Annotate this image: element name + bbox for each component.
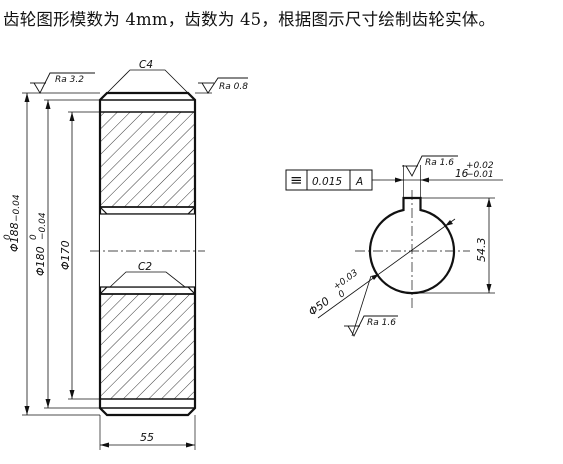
keyway-end-view: 16 +0.02 −0.01 Ra 1.6 ≡ 0.015 A	[285, 155, 503, 337]
problem-statement: 齿轮图形模数为 4mm，齿数为 45，根据图示尺寸绘制齿轮实体。	[3, 10, 496, 29]
bore-with-keyway	[368, 196, 456, 295]
dim-188-lower: −0.04	[12, 194, 22, 222]
dim-188: Φ188 0 −0.04	[3, 93, 100, 416]
bore-edges	[100, 206, 195, 295]
upper-hatch	[100, 112, 195, 207]
keyway-lower: −0.01	[466, 170, 494, 180]
dim-bore: Φ50 +0.03 0	[306, 218, 456, 319]
gear-section-view: C2 C4 Ra 3.2 Ra 0.8	[3, 59, 248, 450]
keyway-upper: +0.02	[466, 161, 494, 171]
dim-55-label: 55	[140, 431, 154, 444]
bore-upper: +0.03	[332, 268, 360, 292]
depth-label: 54.3	[475, 238, 488, 263]
dim-180-lower: −0.04	[38, 212, 48, 240]
dim-188-upper: 0	[3, 234, 13, 240]
dim-170: Φ170	[59, 111, 100, 400]
dim-170-label: Φ170	[59, 240, 72, 270]
bore-label: Φ50	[306, 295, 332, 319]
ra-left-label: Ra 3.2	[55, 75, 84, 85]
tolerance-value: 0.015	[312, 176, 342, 188]
ra-right-label: Ra 0.8	[219, 82, 248, 92]
dim-54-3: 54.3	[412, 197, 495, 294]
tolerance-datum: A	[355, 176, 363, 188]
ra-bore-label: Ra 1.6	[367, 318, 396, 328]
c4-label: C4	[139, 59, 153, 71]
roughness-bore: Ra 1.6	[344, 275, 398, 337]
c2-leader	[109, 271, 186, 288]
bore-lower: 0	[337, 289, 348, 301]
roughness-left: Ra 3.2	[22, 72, 100, 94]
lower-hatch	[100, 294, 195, 399]
gear-outline	[98, 91, 197, 417]
dim-180-label: Φ180	[34, 246, 47, 276]
roughness-keyway: Ra 1.6	[402, 155, 458, 177]
keyway-width-label: 16	[455, 168, 469, 180]
dim-180-upper: 0	[29, 234, 39, 240]
dim-55: 55	[99, 415, 196, 450]
c4-leader	[106, 69, 189, 94]
dim-180: Φ180 0 −0.04	[29, 99, 100, 409]
roughness-right: Ra 0.8	[195, 77, 248, 94]
ra-keyway-label: Ra 1.6	[425, 158, 454, 168]
tolerance-frame: ≡ 0.015 A	[285, 169, 380, 191]
c2-label: C2	[138, 261, 152, 273]
dim-188-label: Φ188	[8, 222, 21, 252]
symmetry-symbol: ≡	[290, 171, 303, 189]
